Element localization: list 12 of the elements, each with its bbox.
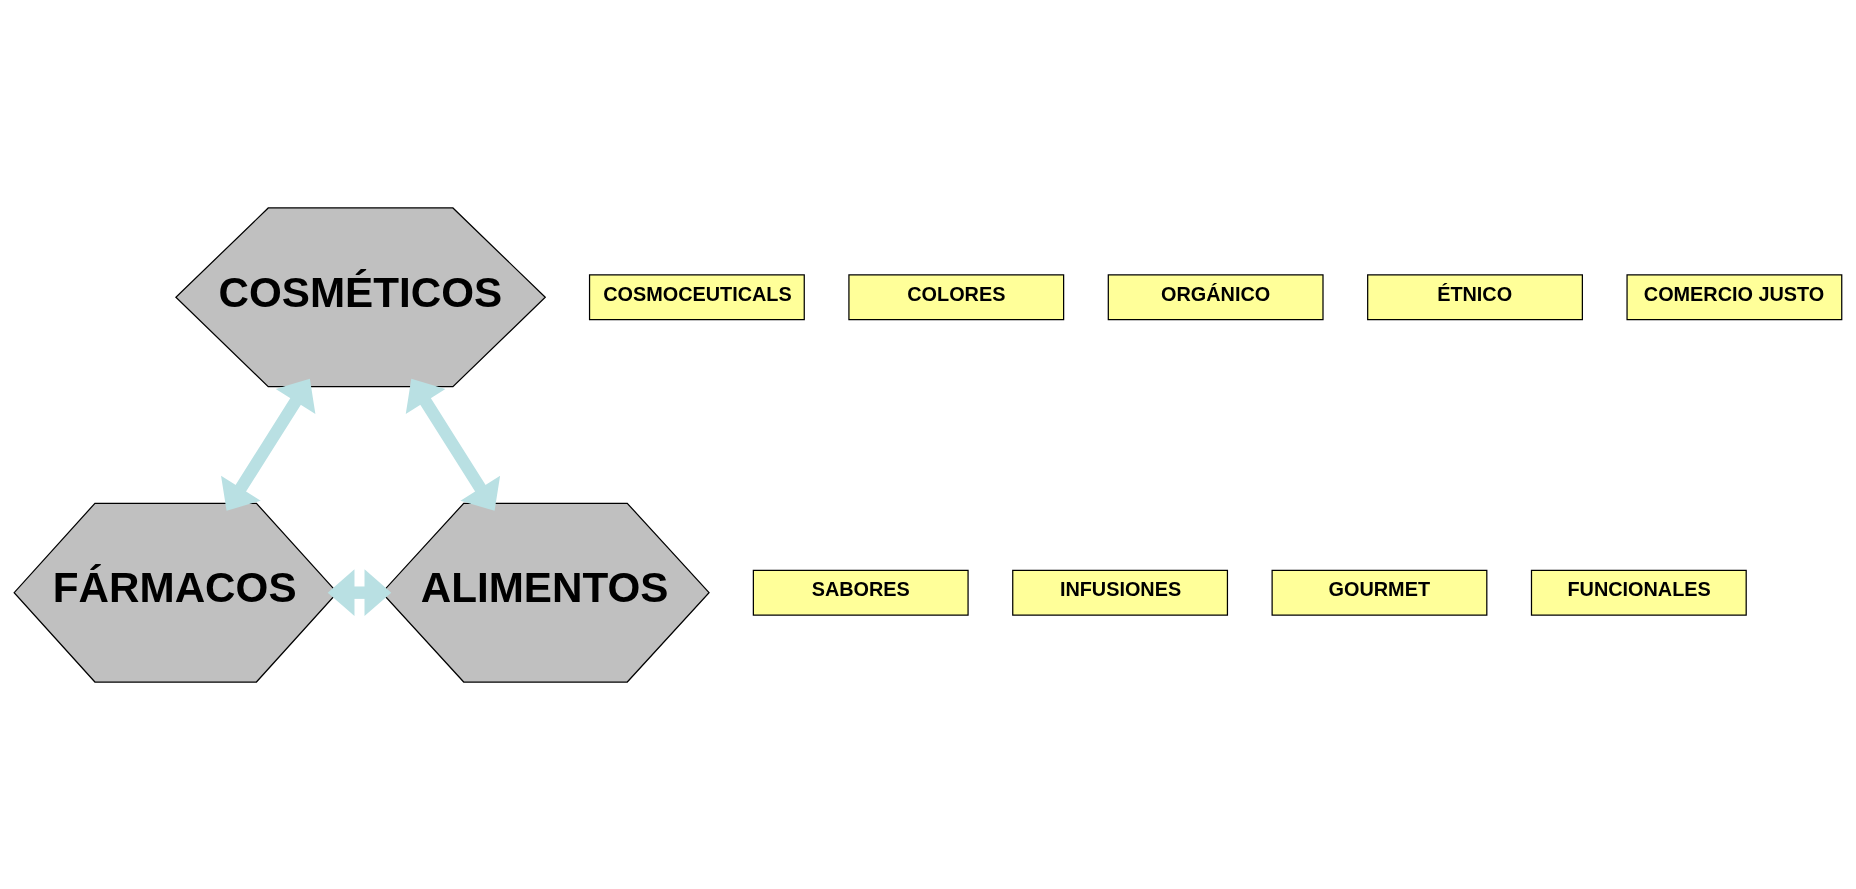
arrow bbox=[327, 568, 392, 616]
node-box: COLORES bbox=[848, 273, 1065, 320]
arrow bbox=[405, 378, 501, 511]
node-box: ÉTNICO bbox=[1367, 273, 1583, 320]
node-box: INFUSIONES bbox=[1012, 569, 1229, 616]
arrow bbox=[221, 378, 316, 511]
node-box: GOURMET bbox=[1271, 569, 1488, 616]
node-box: ORGÁNICO bbox=[1107, 273, 1324, 320]
node-box: FUNCIONALES bbox=[1530, 569, 1747, 616]
node-box: COSMOCEUTICALS bbox=[588, 273, 805, 320]
node-box: SABORES bbox=[752, 569, 969, 616]
node-box: COMERCIO JUSTO bbox=[1626, 273, 1843, 320]
